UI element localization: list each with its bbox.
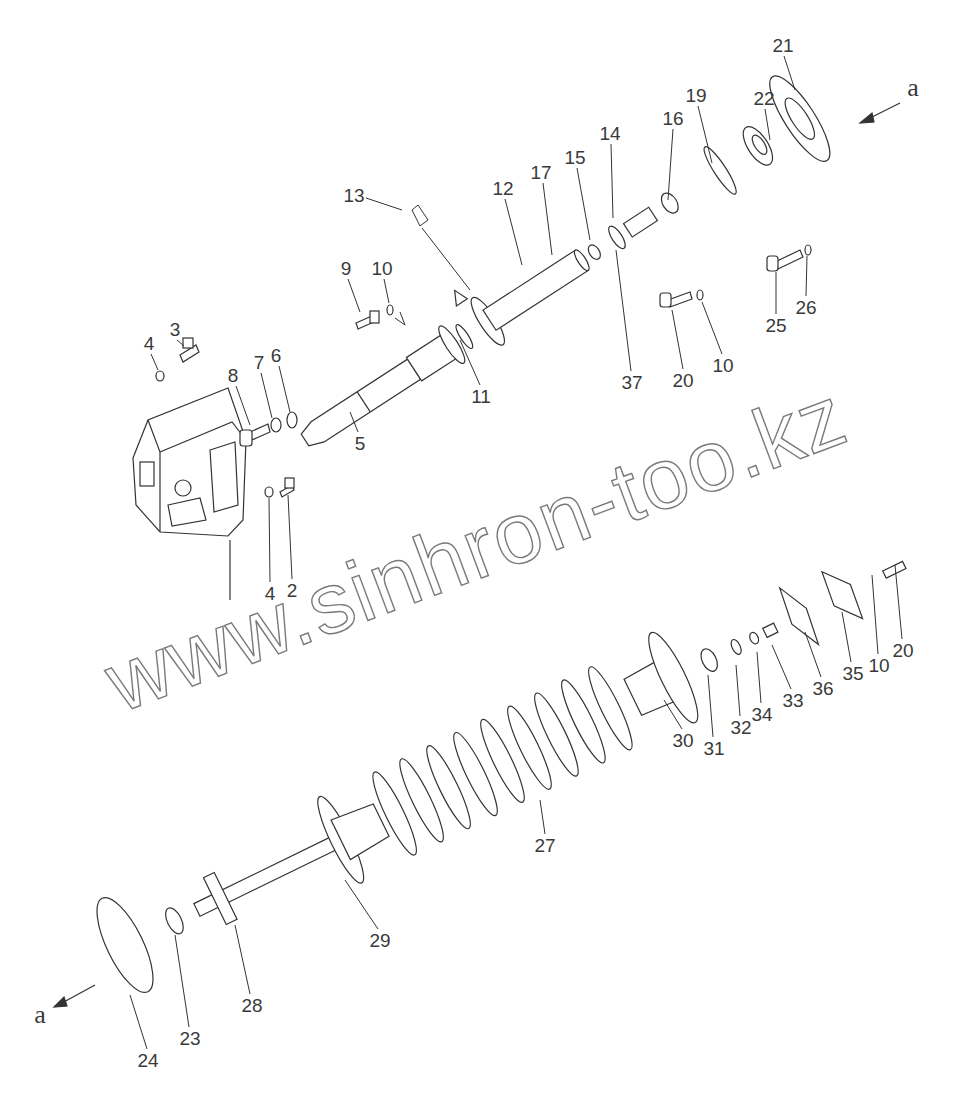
- callout-number: 33: [782, 691, 803, 710]
- callout-number: 10: [868, 656, 889, 675]
- callout-number: 26: [795, 298, 816, 317]
- callout-number: 12: [492, 179, 513, 198]
- callout-number: 36: [812, 679, 833, 698]
- callout-number: 7: [254, 353, 265, 372]
- callout-number: 10: [712, 356, 733, 375]
- callout-number: 9: [341, 259, 352, 278]
- spring-parts: [86, 518, 927, 999]
- callout-number: 8: [228, 366, 239, 385]
- view-reference-letter: a: [34, 1002, 46, 1028]
- callout-number: 24: [137, 1051, 158, 1070]
- callout-number: 27: [534, 836, 555, 855]
- callout-number: 20: [672, 371, 693, 390]
- callout-number: 34: [751, 705, 772, 724]
- callout-number: 4: [144, 334, 155, 353]
- view-reference-letter: a: [907, 75, 919, 101]
- callout-number: 13: [343, 186, 364, 205]
- callout-number: 5: [355, 434, 366, 453]
- callout-number: 21: [772, 36, 793, 55]
- reference-arrows: [54, 103, 900, 1007]
- callout-number: 20: [892, 641, 913, 660]
- callout-number: 14: [599, 124, 620, 143]
- callout-number: 37: [621, 373, 642, 392]
- callout-number: 22: [753, 89, 774, 108]
- callout-number: 28: [241, 996, 262, 1015]
- callout-number: 11: [471, 387, 491, 406]
- callout-number: 23: [179, 1029, 200, 1048]
- callout-number: 17: [530, 163, 551, 182]
- callout-number: 29: [369, 931, 390, 950]
- housing: [133, 388, 246, 600]
- callout-number: 32: [730, 718, 751, 737]
- callout-number: 25: [765, 316, 786, 335]
- callout-number: 35: [842, 664, 863, 683]
- callout-number: 6: [271, 346, 282, 365]
- callout-number: 10: [371, 259, 392, 278]
- callout-number: 15: [564, 148, 585, 167]
- callout-number: 31: [703, 739, 724, 758]
- callout-number: 3: [170, 320, 181, 339]
- callout-number: 16: [662, 109, 683, 128]
- callout-number: 19: [685, 86, 706, 105]
- callout-number: 30: [672, 731, 693, 750]
